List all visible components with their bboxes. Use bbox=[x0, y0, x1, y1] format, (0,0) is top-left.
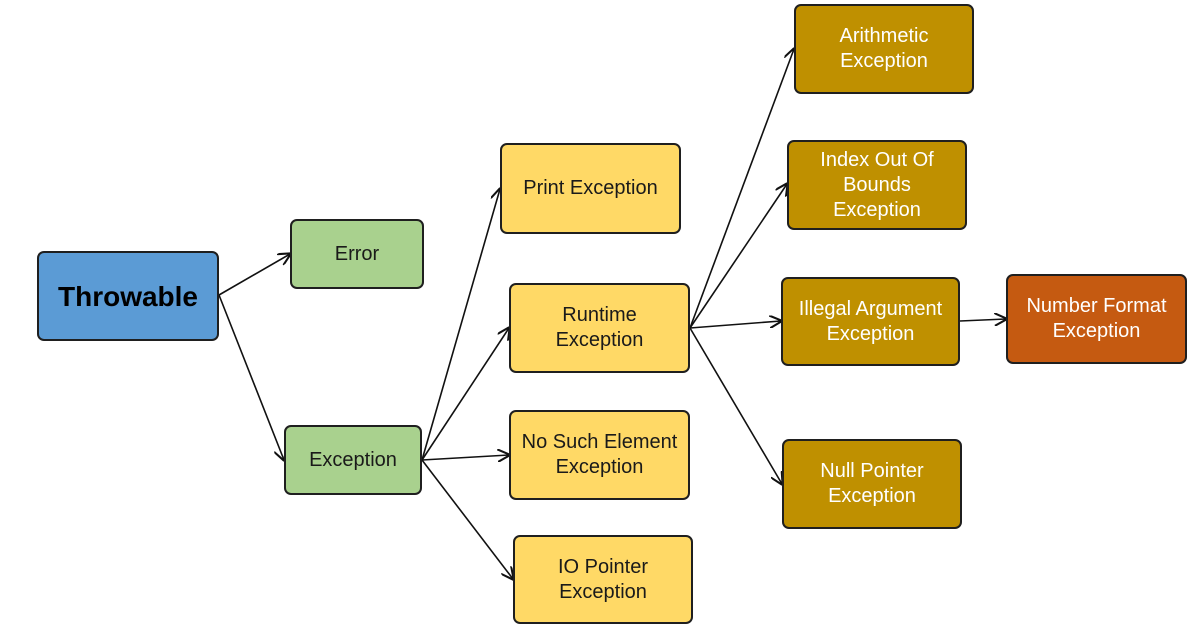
runtime-exception-label: Runtime Exception bbox=[555, 304, 644, 351]
runtime-exception-node: Runtime Exception bbox=[509, 283, 690, 373]
edge-illegal-argument-number-format-exception bbox=[959, 319, 1006, 321]
exception-label: Exception bbox=[309, 448, 397, 471]
index-out-of-bounds-exception-label: Index Out Of Bounds Exception bbox=[820, 148, 934, 221]
edge-runtime-illegal-argument-exception bbox=[689, 321, 781, 329]
edge-throwable-exception bbox=[218, 294, 284, 460]
edge-exception-runtime-exception bbox=[421, 328, 509, 461]
edge-runtime-arithmetic-exception bbox=[689, 49, 794, 329]
error-node: Error bbox=[290, 219, 424, 289]
no-such-element-exception-node: No Such Element Exception bbox=[509, 410, 690, 500]
arithmetic-exception-node: Arithmetic Exception bbox=[794, 4, 974, 94]
edge-throwable-error bbox=[218, 254, 290, 296]
no-such-element-exception-label: No Such Element Exception bbox=[521, 431, 678, 478]
throwable-label: Throwable bbox=[57, 280, 198, 312]
edge-exception-no-such-element-exception bbox=[421, 455, 509, 460]
arithmetic-exception-label: Arithmetic Exception bbox=[839, 25, 929, 72]
edge-runtime-null-pointer-exception bbox=[689, 327, 782, 484]
number-format-exception-label: Number Format Exception bbox=[1026, 295, 1167, 342]
edge-exception-print-exception bbox=[421, 189, 500, 461]
error-label: Error bbox=[334, 242, 380, 265]
exception-node: Exception bbox=[284, 425, 422, 495]
index-out-of-bounds-exception-node: Index Out Of Bounds Exception bbox=[787, 140, 967, 230]
illegal-argument-exception-label: Illegal Argument Exception bbox=[798, 297, 943, 345]
io-pointer-exception-node: IO Pointer Exception bbox=[513, 535, 693, 624]
throwable-node: Throwable bbox=[37, 251, 219, 341]
edge-runtime-index-out-of-bounds-exception bbox=[689, 184, 787, 329]
illegal-argument-exception-node: Illegal Argument Exception bbox=[781, 277, 960, 366]
edge-exception-io-pointer-exception bbox=[421, 459, 513, 579]
print-exception-node: Print Exception bbox=[500, 143, 681, 234]
null-pointer-exception-node: Null Pointer Exception bbox=[782, 439, 962, 529]
number-format-exception-node: Number Format Exception bbox=[1006, 274, 1187, 364]
null-pointer-exception-label: Null Pointer Exception bbox=[820, 460, 924, 507]
io-pointer-exception-label: IO Pointer Exception bbox=[557, 555, 649, 603]
print-exception-label: Print Exception bbox=[523, 177, 658, 199]
